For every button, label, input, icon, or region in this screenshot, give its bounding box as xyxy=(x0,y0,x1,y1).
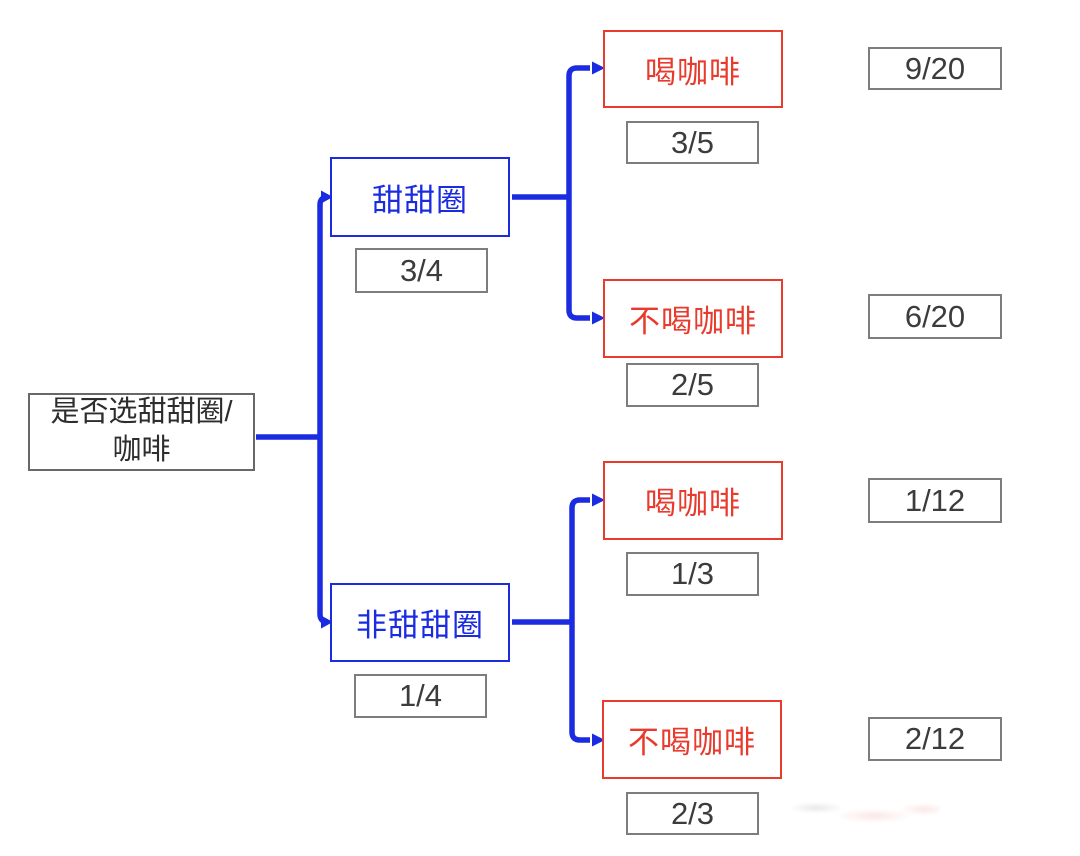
node-non-donut-no-coffee: 不喝咖啡 xyxy=(602,700,782,779)
joint-non-donut-coffee: 1/12 xyxy=(868,478,1002,523)
arrow-icon-non-donut-coffee xyxy=(592,493,605,507)
node-donut-coffee: 喝咖啡 xyxy=(603,30,783,108)
arrow-icon-non-donut xyxy=(321,615,333,629)
joint-non-donut-no-coffee: 2/12 xyxy=(868,717,1002,761)
conditional-donut-no-coffee: 2/5 xyxy=(626,363,759,407)
conditional-non-donut-no-coffee: 2/3 xyxy=(626,792,759,835)
conditional-donut-coffee: 3/5 xyxy=(626,121,759,164)
edge-trunk-to-donut xyxy=(317,194,329,437)
node-non-donut: 非甜甜圈 xyxy=(330,583,510,662)
edge-donut-to-no-coffee xyxy=(566,197,590,321)
arrow-icon-donut-coffee xyxy=(592,61,605,75)
probability-non-donut: 1/4 xyxy=(354,674,487,718)
root-label-line1: 是否选甜甜圈/ xyxy=(50,396,233,429)
edge-non-donut-to-coffee xyxy=(569,497,590,622)
node-root: 是否选甜甜圈/ 咖啡 xyxy=(28,393,255,471)
probability-donut: 3/4 xyxy=(355,248,488,293)
node-non-donut-coffee: 喝咖啡 xyxy=(603,461,783,540)
arrow-icon-non-donut-no-coffee xyxy=(592,733,605,747)
arrow-icon-donut-no-coffee xyxy=(592,311,605,325)
edge-trunk-to-non-donut xyxy=(317,437,329,625)
node-donut-no-coffee: 不喝咖啡 xyxy=(603,279,783,358)
joint-donut-coffee: 9/20 xyxy=(868,47,1002,90)
root-label-line2: 咖啡 xyxy=(112,434,171,466)
joint-donut-no-coffee: 6/20 xyxy=(868,294,1002,339)
arrow-icon-donut xyxy=(321,190,333,204)
node-donut: 甜甜圈 xyxy=(330,157,510,237)
conditional-non-donut-coffee: 1/3 xyxy=(626,552,759,596)
edge-donut-to-coffee xyxy=(566,65,590,197)
edge-non-donut-to-no-coffee xyxy=(569,622,590,743)
